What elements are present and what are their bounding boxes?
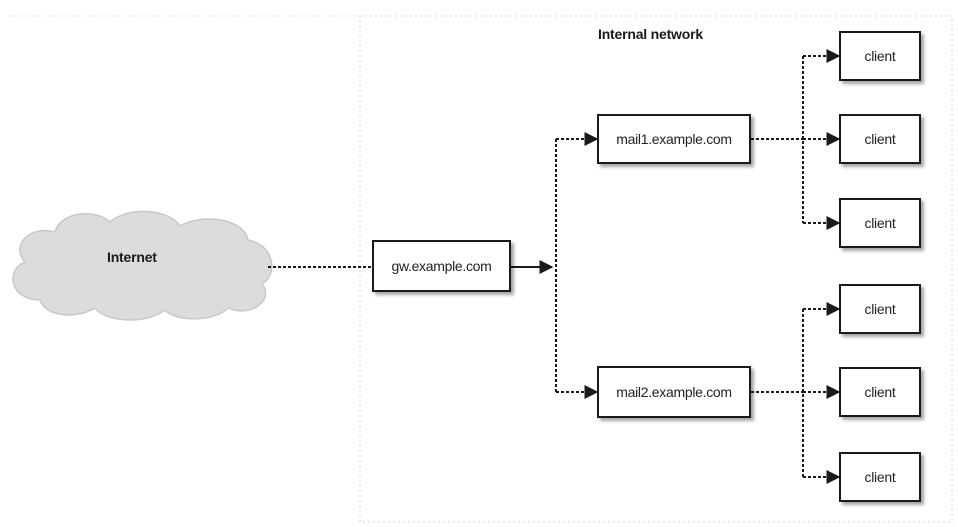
client-node: client [839, 31, 921, 81]
client-node: client [839, 198, 921, 248]
internet-label: Internet [107, 249, 157, 265]
client-node: client [839, 114, 921, 164]
connectors [268, 49, 841, 484]
mail2-server-node: mail2.example.com [597, 366, 751, 418]
client-node: client [839, 284, 921, 334]
client-node: client [839, 452, 921, 502]
internal-network-title: Internal network [598, 26, 703, 42]
internet-cloud-icon [12, 210, 273, 321]
gateway-node: gw.example.com [372, 240, 511, 292]
mail1-server-node: mail1.example.com [597, 114, 751, 164]
client-node: client [839, 367, 921, 417]
